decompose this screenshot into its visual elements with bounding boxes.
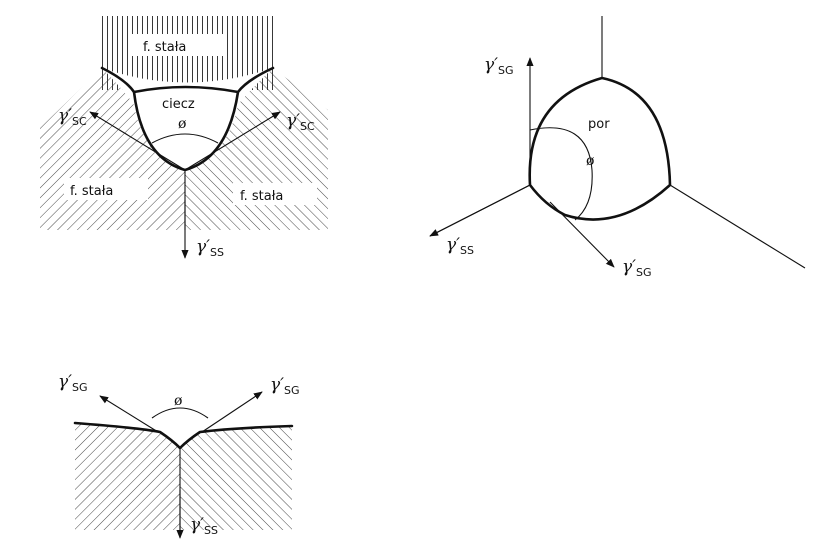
liquid-top-boundary	[132, 85, 240, 94]
gamma-sc-left-arrow	[89, 111, 186, 171]
surface-right-solid	[180, 426, 292, 530]
angle-symbol: ø	[178, 116, 186, 132]
surface-angle-symbol: ø	[174, 393, 182, 409]
label-top-solid: f. stała	[143, 40, 186, 55]
surface-gamma-sg-left-label: γ′SG	[58, 372, 88, 394]
surface-gamma-ss-down-label: γ′SS	[190, 515, 218, 537]
surface-angle-arc	[151, 407, 209, 419]
liquid-region	[102, 68, 273, 170]
gamma-sc-left-label: γ′SC	[58, 106, 87, 128]
label-left-solid: f. stała	[70, 184, 113, 199]
gamma-sg-down-right-arrow	[549, 201, 615, 268]
grain-boundary-right	[669, 184, 806, 269]
surface-gamma-sg-right-arrow	[201, 391, 263, 433]
surface-gamma-sg-left-arrow	[99, 395, 159, 433]
gamma-sc-right-arrow	[184, 111, 281, 171]
panel-solid-liquid: f. stała ciecz f. stała f. stała ø γ′SC …	[40, 16, 328, 259]
gamma-sg-up-label: γ′SG	[484, 55, 514, 77]
pore-angle-symbol: ø	[586, 153, 594, 169]
pore-boundary	[528, 76, 672, 221]
gamma-ss-left-arrow	[429, 184, 531, 237]
pore-angle-arc	[529, 127, 593, 221]
gamma-sc-right-label: γ′SC	[286, 111, 315, 133]
dihedral-angle-arc	[151, 133, 219, 144]
surface-left-solid	[75, 423, 180, 530]
panel-free-surface: ø γ′SG γ′SG γ′SS	[58, 372, 300, 539]
gamma-ss-down-label: γ′SS	[196, 237, 224, 259]
label-pore: por	[588, 117, 610, 132]
surface-gamma-sg-right-label: γ′SG	[270, 375, 300, 397]
gamma-sg-down-right-label: γ′SG	[622, 257, 652, 279]
panel-pore: por ø γ′SG γ′SS γ′SG	[429, 16, 806, 279]
gamma-ss-left-label: γ′SS	[446, 235, 474, 257]
label-liquid: ciecz	[162, 97, 195, 112]
label-right-solid: f. stała	[240, 189, 283, 204]
